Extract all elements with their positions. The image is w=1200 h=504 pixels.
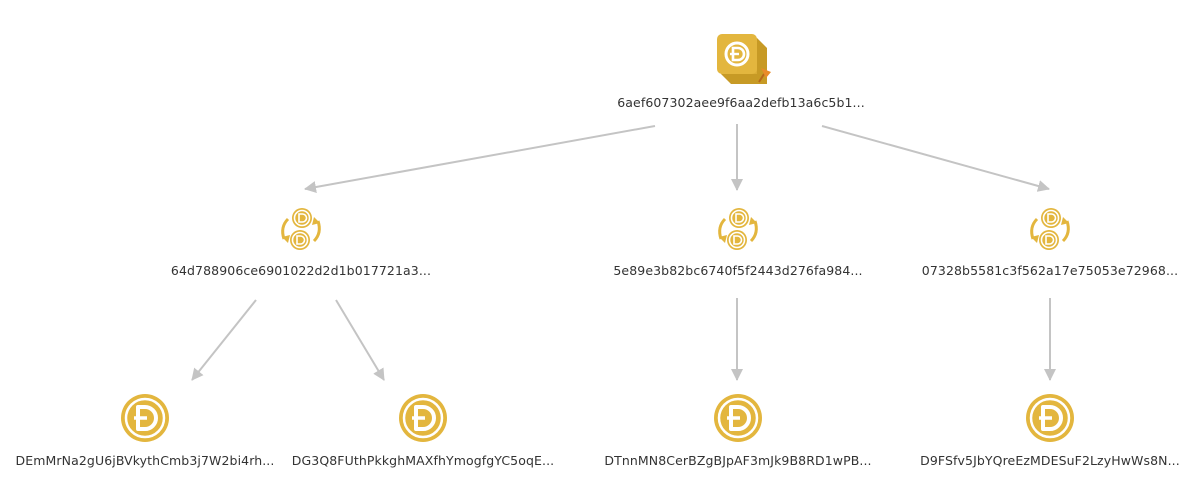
edge-arrow-root-tx1: [304, 125, 656, 193]
node-label: 64d788906ce6901022d2d1b017721a3...: [170, 263, 432, 278]
node-label: DG3Q8FUthPkkghMAXfhYmogfgYC5oqE...: [291, 453, 555, 468]
node-label: 5e89e3b82bc6740f5f2443d276fa984...: [613, 263, 863, 278]
node-label: 6aef607302aee9f6aa2defb13a6c5b1...: [617, 95, 865, 110]
dogecoin-address-icon: [714, 394, 762, 442]
transaction-exchange-icon: [1030, 208, 1070, 250]
edge-arrow-tx1-addr1: [191, 299, 257, 381]
node-transaction-3[interactable]: 07328b5581c3f562a17e75053e72968...: [900, 205, 1200, 278]
node-address-4[interactable]: D9FSfv5JbYQreEzMDESuF2LzyHwWs8N...: [910, 393, 1190, 468]
node-label: 07328b5581c3f562a17e75053e72968...: [921, 263, 1179, 278]
node-label: DTnnMN8CerBZgBJpAF3mJk9B8RD1wPB...: [604, 453, 872, 468]
node-transaction-2[interactable]: 5e89e3b82bc6740f5f2443d276fa984...: [588, 205, 888, 278]
node-address-2[interactable]: DG3Q8FUthPkkghMAXfhYmogfgYC5oqE...: [283, 393, 563, 468]
pin-icon: [758, 68, 771, 83]
transaction-exchange-icon: [718, 208, 758, 250]
node-transaction-1[interactable]: 64d788906ce6901022d2d1b017721a3...: [151, 205, 451, 278]
pinned-block-icon: [717, 34, 771, 84]
dogecoin-address-icon: [121, 394, 169, 442]
dogecoin-address-icon: [399, 394, 447, 442]
edge-arrow-root-tx3: [821, 125, 1050, 192]
node-label: DEmMrNa2gU6jBVkythCmb3j7W2bi4rh...: [15, 453, 275, 468]
edge-arrow-tx1-addr2: [335, 299, 385, 381]
node-address-3[interactable]: DTnnMN8CerBZgBJpAF3mJk9B8RD1wPB...: [598, 393, 878, 468]
transaction-exchange-icon: [281, 208, 321, 250]
dogecoin-address-icon: [1026, 394, 1074, 442]
node-label: D9FSfv5JbYQreEzMDESuF2LzyHwWs8N...: [920, 453, 1180, 468]
node-address-1[interactable]: DEmMrNa2gU6jBVkythCmb3j7W2bi4rh...: [5, 393, 285, 468]
node-root-block[interactable]: 6aef607302aee9f6aa2defb13a6c5b1...: [591, 30, 891, 110]
